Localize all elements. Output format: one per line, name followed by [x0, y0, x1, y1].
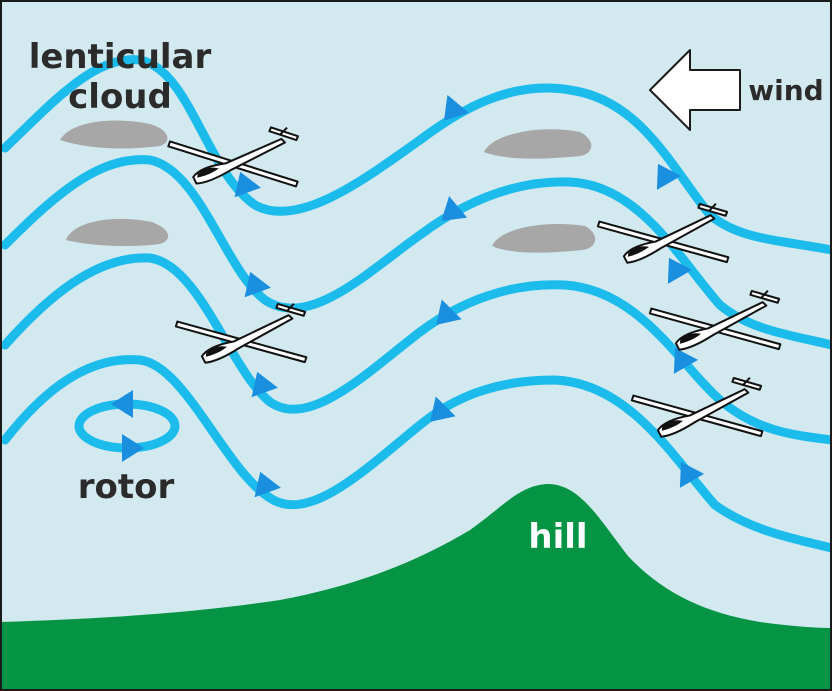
flow-direction-arrow-icon	[244, 271, 271, 298]
lenticular-cloud-label-line2: cloud	[68, 77, 172, 117]
lenticular-cloud	[60, 120, 168, 149]
wind-label: wind	[748, 74, 823, 107]
lenticular-cloud-label-line1: lenticular	[29, 37, 212, 77]
airflow-line	[0, 55, 832, 255]
hill	[0, 484, 832, 691]
flow-direction-arrow-icon	[667, 257, 693, 284]
airflow-line	[0, 253, 832, 445]
wind-arrow-icon	[649, 49, 741, 131]
flow-direction-arrow-icon	[656, 163, 682, 190]
lenticular-clouds	[60, 120, 596, 253]
rotor-icon	[74, 390, 180, 462]
airflow-line	[0, 155, 832, 350]
rotor-label: rotor	[78, 467, 175, 507]
lenticular-cloud	[492, 224, 596, 253]
lenticular-cloud	[66, 218, 169, 247]
flow-direction-arrow-icon	[430, 396, 456, 422]
airflow-lines	[0, 55, 832, 553]
hill-label: hill	[528, 517, 587, 557]
flow-direction-arrow-icon	[679, 461, 705, 488]
flow-direction-arrows	[234, 94, 705, 498]
flow-direction-arrow-icon	[444, 94, 469, 121]
airflow-line	[0, 355, 832, 553]
lenticular-cloud	[484, 129, 592, 159]
flow-direction-arrow-icon	[254, 471, 281, 498]
flow-direction-arrow-icon	[436, 299, 462, 325]
flow-direction-arrow-icon	[234, 171, 261, 198]
flow-direction-arrow-icon	[251, 371, 278, 398]
flow-direction-arrow-icon	[441, 196, 468, 221]
flow-direction-arrow-icon	[673, 347, 699, 374]
